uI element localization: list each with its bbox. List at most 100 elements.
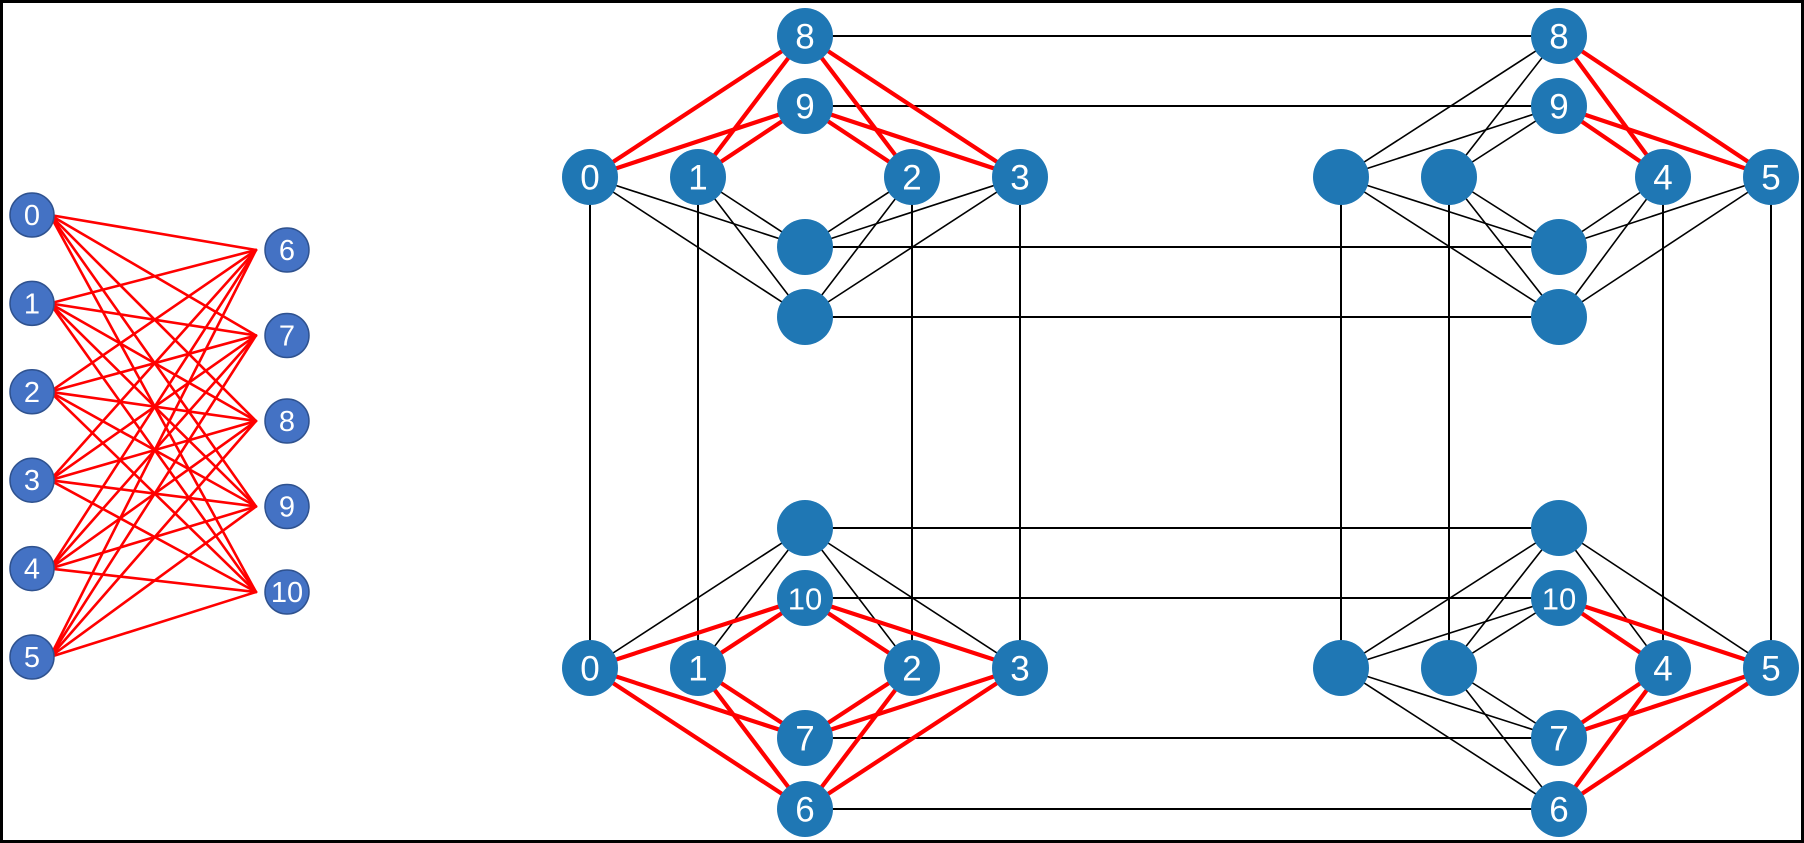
bipartite-right-node-6: 6 [264,227,310,273]
node-label: 2 [902,650,921,689]
cell-edge [1448,527,1560,669]
node-label: 7 [795,720,814,759]
lattice-node-top-left-top: 8 [777,8,833,64]
cell-edge [1448,667,1560,810]
node-circle [9,634,55,680]
node-circle [1635,640,1691,696]
embedding-edge [1556,33,1774,180]
node-circle [1743,149,1799,205]
lattice-edges [589,35,1772,810]
embedding-edge [1556,665,1666,812]
embedding-edges [587,33,1774,812]
cell-edge [1448,35,1560,178]
cell-edge [1558,527,1664,669]
embedding-edge [587,595,808,671]
node-circle [1531,8,1587,64]
node-label: 0 [24,200,40,232]
node-circle [1635,149,1691,205]
lattice-node-bottom-right-bottom: 6 [1531,781,1587,837]
lattice-node-bottom-left-lower: 7 [777,710,833,766]
node-label: 4 [1653,159,1672,198]
node-label: 4 [24,554,40,586]
bipartite-edge [48,390,258,594]
bipartite-left-node-5: 5 [9,634,55,680]
node-label: 5 [1761,650,1780,689]
bipartite-edge [48,248,258,394]
cell-edge [589,176,806,318]
cell-edge [589,176,806,248]
lattice-node-bottom-right-top [1531,500,1587,556]
node-circle [777,289,833,345]
node-circle [9,192,55,238]
lattice-node-top-right-top: 8 [1531,8,1587,64]
cell-edge [804,527,913,669]
bipartite-right-node-9: 9 [264,483,310,530]
lattice-node-bottom-right-inner-left [1421,640,1477,696]
node-circle [9,280,55,327]
bipartite-edge [48,248,258,305]
node-label: 6 [795,791,814,830]
lattice-node-top-left-lower [777,219,833,275]
lattice-node-bottom-left-bottom: 6 [777,781,833,837]
node-label: 8 [279,406,295,438]
node-circle [884,640,940,696]
cell-edge [697,176,806,318]
node-circle [777,570,833,626]
node-circle [992,640,1048,696]
node-circle [1531,500,1587,556]
bipartite-edge [48,213,258,423]
lattice-node-top-left-upper: 9 [777,78,833,134]
lattice-node-top-right-inner-right: 4 [1635,149,1691,205]
bipartite-left-node-2: 2 [9,369,55,415]
bipartite-edge [48,478,258,594]
node-label: 1 [688,650,707,689]
bipartite-right-node-10: 10 [264,569,310,615]
node-circle [264,398,310,444]
lattice-node-top-left-bottom [777,289,833,345]
node-circle [1531,219,1587,275]
cell-edge [1340,667,1560,810]
node-label: 10 [271,577,303,609]
lattice-node-top-left-inner-left: 1 [670,149,726,205]
lattice-node-bottom-left-inner-right: 2 [884,640,940,696]
node-label: 9 [279,492,295,524]
embedding-edge [1556,595,1774,671]
lattice-node-bottom-left-inner-left: 1 [670,640,726,696]
node-label: 5 [1761,159,1780,198]
lattice-node-top-left-outer-right: 3 [992,149,1048,205]
node-label: 8 [1549,18,1568,57]
cell-edge [1448,176,1560,318]
cell-edge [1558,176,1772,248]
node-circle [9,369,55,415]
cell-edge [1558,176,1772,318]
embedding-edge [587,103,808,180]
node-circle [777,781,833,837]
node-circle [9,545,55,592]
lattice-node-bottom-left-outer-left: 0 [562,640,618,696]
node-circle [884,149,940,205]
bipartite-right-node-8: 8 [264,398,310,444]
lattice-node-top-left-outer-left: 0 [562,149,618,205]
node-label: 4 [1653,650,1672,689]
bipartite-edge [48,419,258,659]
bipartite-edges [48,213,258,659]
embedding-edge [587,665,808,741]
cell-edge [1558,527,1772,669]
node-circle [777,219,833,275]
lattice-node-top-right-upper: 9 [1531,78,1587,134]
node-label: 8 [795,18,814,57]
lattice-node-bottom-left-upper: 10 [777,570,833,626]
lattice-node-top-right-inner-left [1421,149,1477,205]
lattice-node-bottom-right-lower: 7 [1531,710,1587,766]
node-circle [264,227,310,273]
node-circle [777,8,833,64]
node-circle [777,710,833,766]
cell-edge [1340,667,1560,739]
embedding-edge [802,103,1023,180]
node-label: 1 [688,159,707,198]
embedding-edge [1556,103,1774,180]
node-circle [264,483,310,530]
node-circle [1531,710,1587,766]
bipartite-left-node-1: 1 [9,280,55,327]
